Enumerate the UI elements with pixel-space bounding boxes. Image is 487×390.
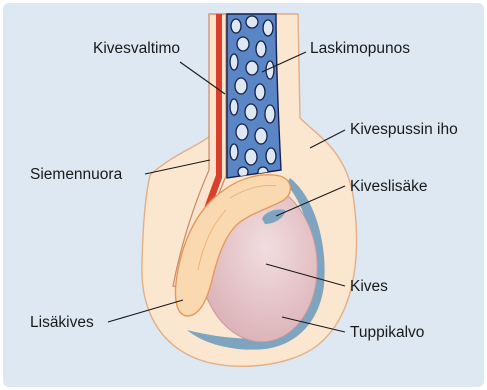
label-kivespussin-iho: Kivespussin iho [350,121,458,138]
label-kivesvaltimo: Kivesvaltimo [93,40,180,57]
label-kives: Kives [350,278,388,295]
label-lisakives: Lisäkives [30,314,94,331]
label-tuppikalvo: Tuppikalvo [350,324,424,341]
pampiniform-plexus [227,14,281,178]
label-laskimopunos: Laskimopunos [310,40,410,57]
label-kiveslisake: Kiveslisäke [350,178,428,195]
label-siemennuora: Siemennuora [30,166,123,183]
